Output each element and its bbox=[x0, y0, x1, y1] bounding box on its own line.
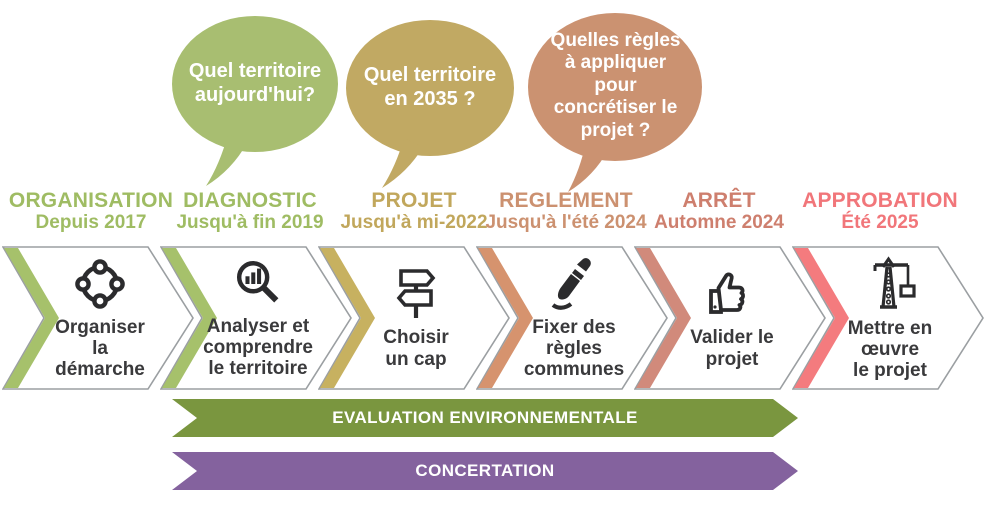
phase-title: DIAGNOSTIC bbox=[183, 189, 317, 212]
phase-title: ARRÊT bbox=[682, 189, 756, 212]
speech-bubble-icon bbox=[346, 20, 514, 188]
phase-date: Jusqu'à fin 2019 bbox=[176, 212, 324, 234]
banner-ribbon-shape bbox=[172, 452, 798, 490]
phase-header-approbation: APPROBATION Été 2025 bbox=[802, 189, 958, 234]
phase-title: PROJET bbox=[371, 189, 457, 212]
step-arrow-organiser: Organiser la démarche bbox=[2, 246, 194, 390]
step-arrow-valider: Valider le projet bbox=[634, 246, 826, 390]
speech-bubble-reglement: Quelles règles à appliquer pour concréti… bbox=[526, 10, 705, 202]
step-arrow-mettre-en-oeuvre: Mettre en œuvre le projet bbox=[792, 246, 984, 390]
banner-ribbon-shape bbox=[172, 399, 798, 437]
banner-label: EVALUATION ENVIRONNEMENTALE bbox=[332, 408, 638, 427]
phase-title: REGLEMENT bbox=[499, 189, 633, 212]
phase-title: APPROBATION bbox=[802, 189, 958, 212]
phase-header-reglement: REGLEMENT Jusqu'à l'été 2024 bbox=[485, 189, 647, 234]
step-label: Mettre en œuvre le projet bbox=[847, 317, 933, 382]
speech-bubble-diagnostic: Quel territoire aujourd'hui? bbox=[170, 14, 340, 196]
banner-concertation: CONCERTATION bbox=[172, 452, 798, 490]
step-arrow-analyser: Analyser et comprendre le territoire bbox=[160, 246, 352, 390]
phase-date: Jusqu'à mi-2022 bbox=[340, 212, 488, 234]
step-arrow-fixer: Fixer des règles communes bbox=[476, 246, 668, 390]
step-label: Organiser la démarche bbox=[55, 316, 145, 381]
speech-bubble-icon bbox=[172, 16, 338, 186]
bubble-question-text: Quel territoire en 2035 ? bbox=[363, 64, 497, 110]
crane-icon bbox=[861, 255, 919, 313]
magnifier-chart-icon bbox=[231, 257, 285, 311]
step-label: Valider le projet bbox=[690, 327, 774, 370]
phase-date: Été 2025 bbox=[841, 212, 919, 234]
banner-evaluation-environnementale: EVALUATION ENVIRONNEMENTALE bbox=[172, 399, 798, 437]
step-label: Fixer des règles communes bbox=[523, 316, 625, 381]
phase-title: ORGANISATION bbox=[8, 189, 174, 212]
step-arrow-choisir: Choisir un cap bbox=[318, 246, 510, 390]
banner-label: CONCERTATION bbox=[415, 461, 555, 480]
speech-bubble-projet: Quel territoire en 2035 ? bbox=[344, 18, 516, 196]
phase-date: Depuis 2017 bbox=[35, 212, 147, 234]
phase-date: Automne 2024 bbox=[654, 212, 784, 234]
step-label: Choisir un cap bbox=[383, 327, 449, 370]
phase-header-projet: PROJET Jusqu'à mi-2022 bbox=[340, 189, 488, 234]
phase-header-arret: ARRÊT Automne 2024 bbox=[654, 189, 784, 234]
cycle-icon bbox=[72, 256, 128, 312]
thumbs-up-icon bbox=[704, 266, 760, 322]
signpost-icon bbox=[388, 266, 444, 322]
phase-header-organisation: ORGANISATION Depuis 2017 bbox=[8, 189, 174, 234]
phase-header-diagnostic: DIAGNOSTIC Jusqu'à fin 2019 bbox=[176, 189, 324, 234]
marker-icon bbox=[546, 256, 602, 312]
step-label: Analyser et comprendre le territoire bbox=[203, 315, 313, 380]
phase-date: Jusqu'à l'été 2024 bbox=[485, 212, 647, 234]
bubble-question-text: Quel territoire aujourd'hui? bbox=[188, 60, 322, 106]
speech-bubble-icon bbox=[528, 13, 702, 192]
bubble-question-text: Quelles règles à appliquer pour concréti… bbox=[550, 29, 681, 141]
